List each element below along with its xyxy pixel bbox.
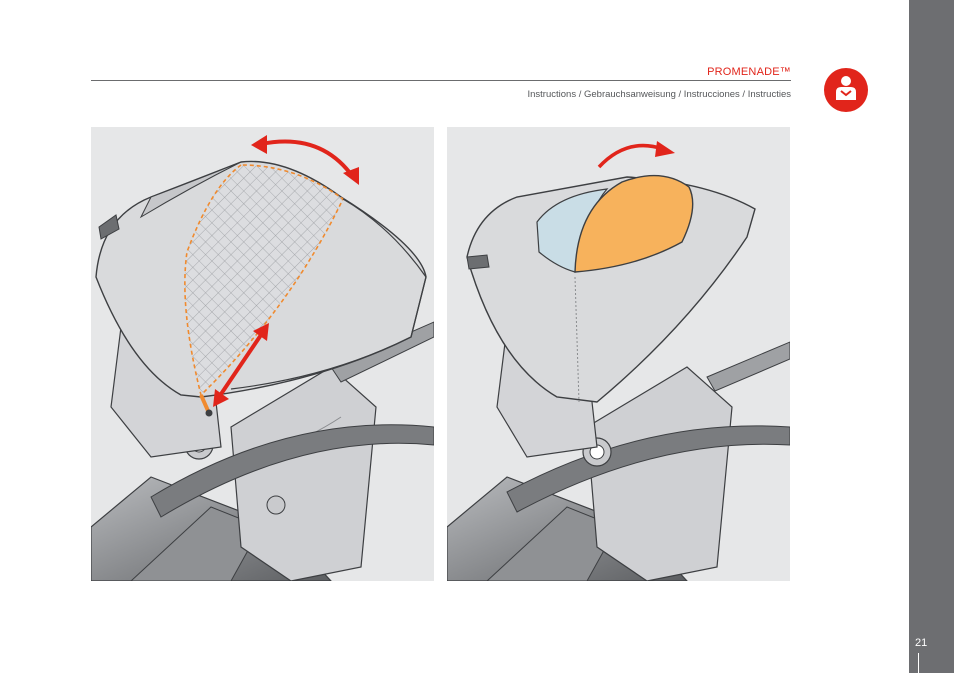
illustration-canopy-mesh (91, 127, 434, 581)
person-child-icon (824, 68, 868, 112)
instructions-subtitle: Instructions / Gebrauchsanweisung / Inst… (527, 89, 792, 100)
page-number: 21 (915, 637, 928, 649)
illustration-canopy-window (447, 127, 790, 581)
side-tab (909, 0, 954, 673)
brand-title: PROMENADE™ (707, 66, 791, 78)
double-headed-diagonal-arrow-icon (213, 323, 269, 407)
curved-arrow-icon (597, 141, 675, 169)
tab-rule (918, 653, 919, 673)
header-rule (91, 80, 791, 81)
double-headed-curved-arrow-icon (251, 135, 359, 185)
